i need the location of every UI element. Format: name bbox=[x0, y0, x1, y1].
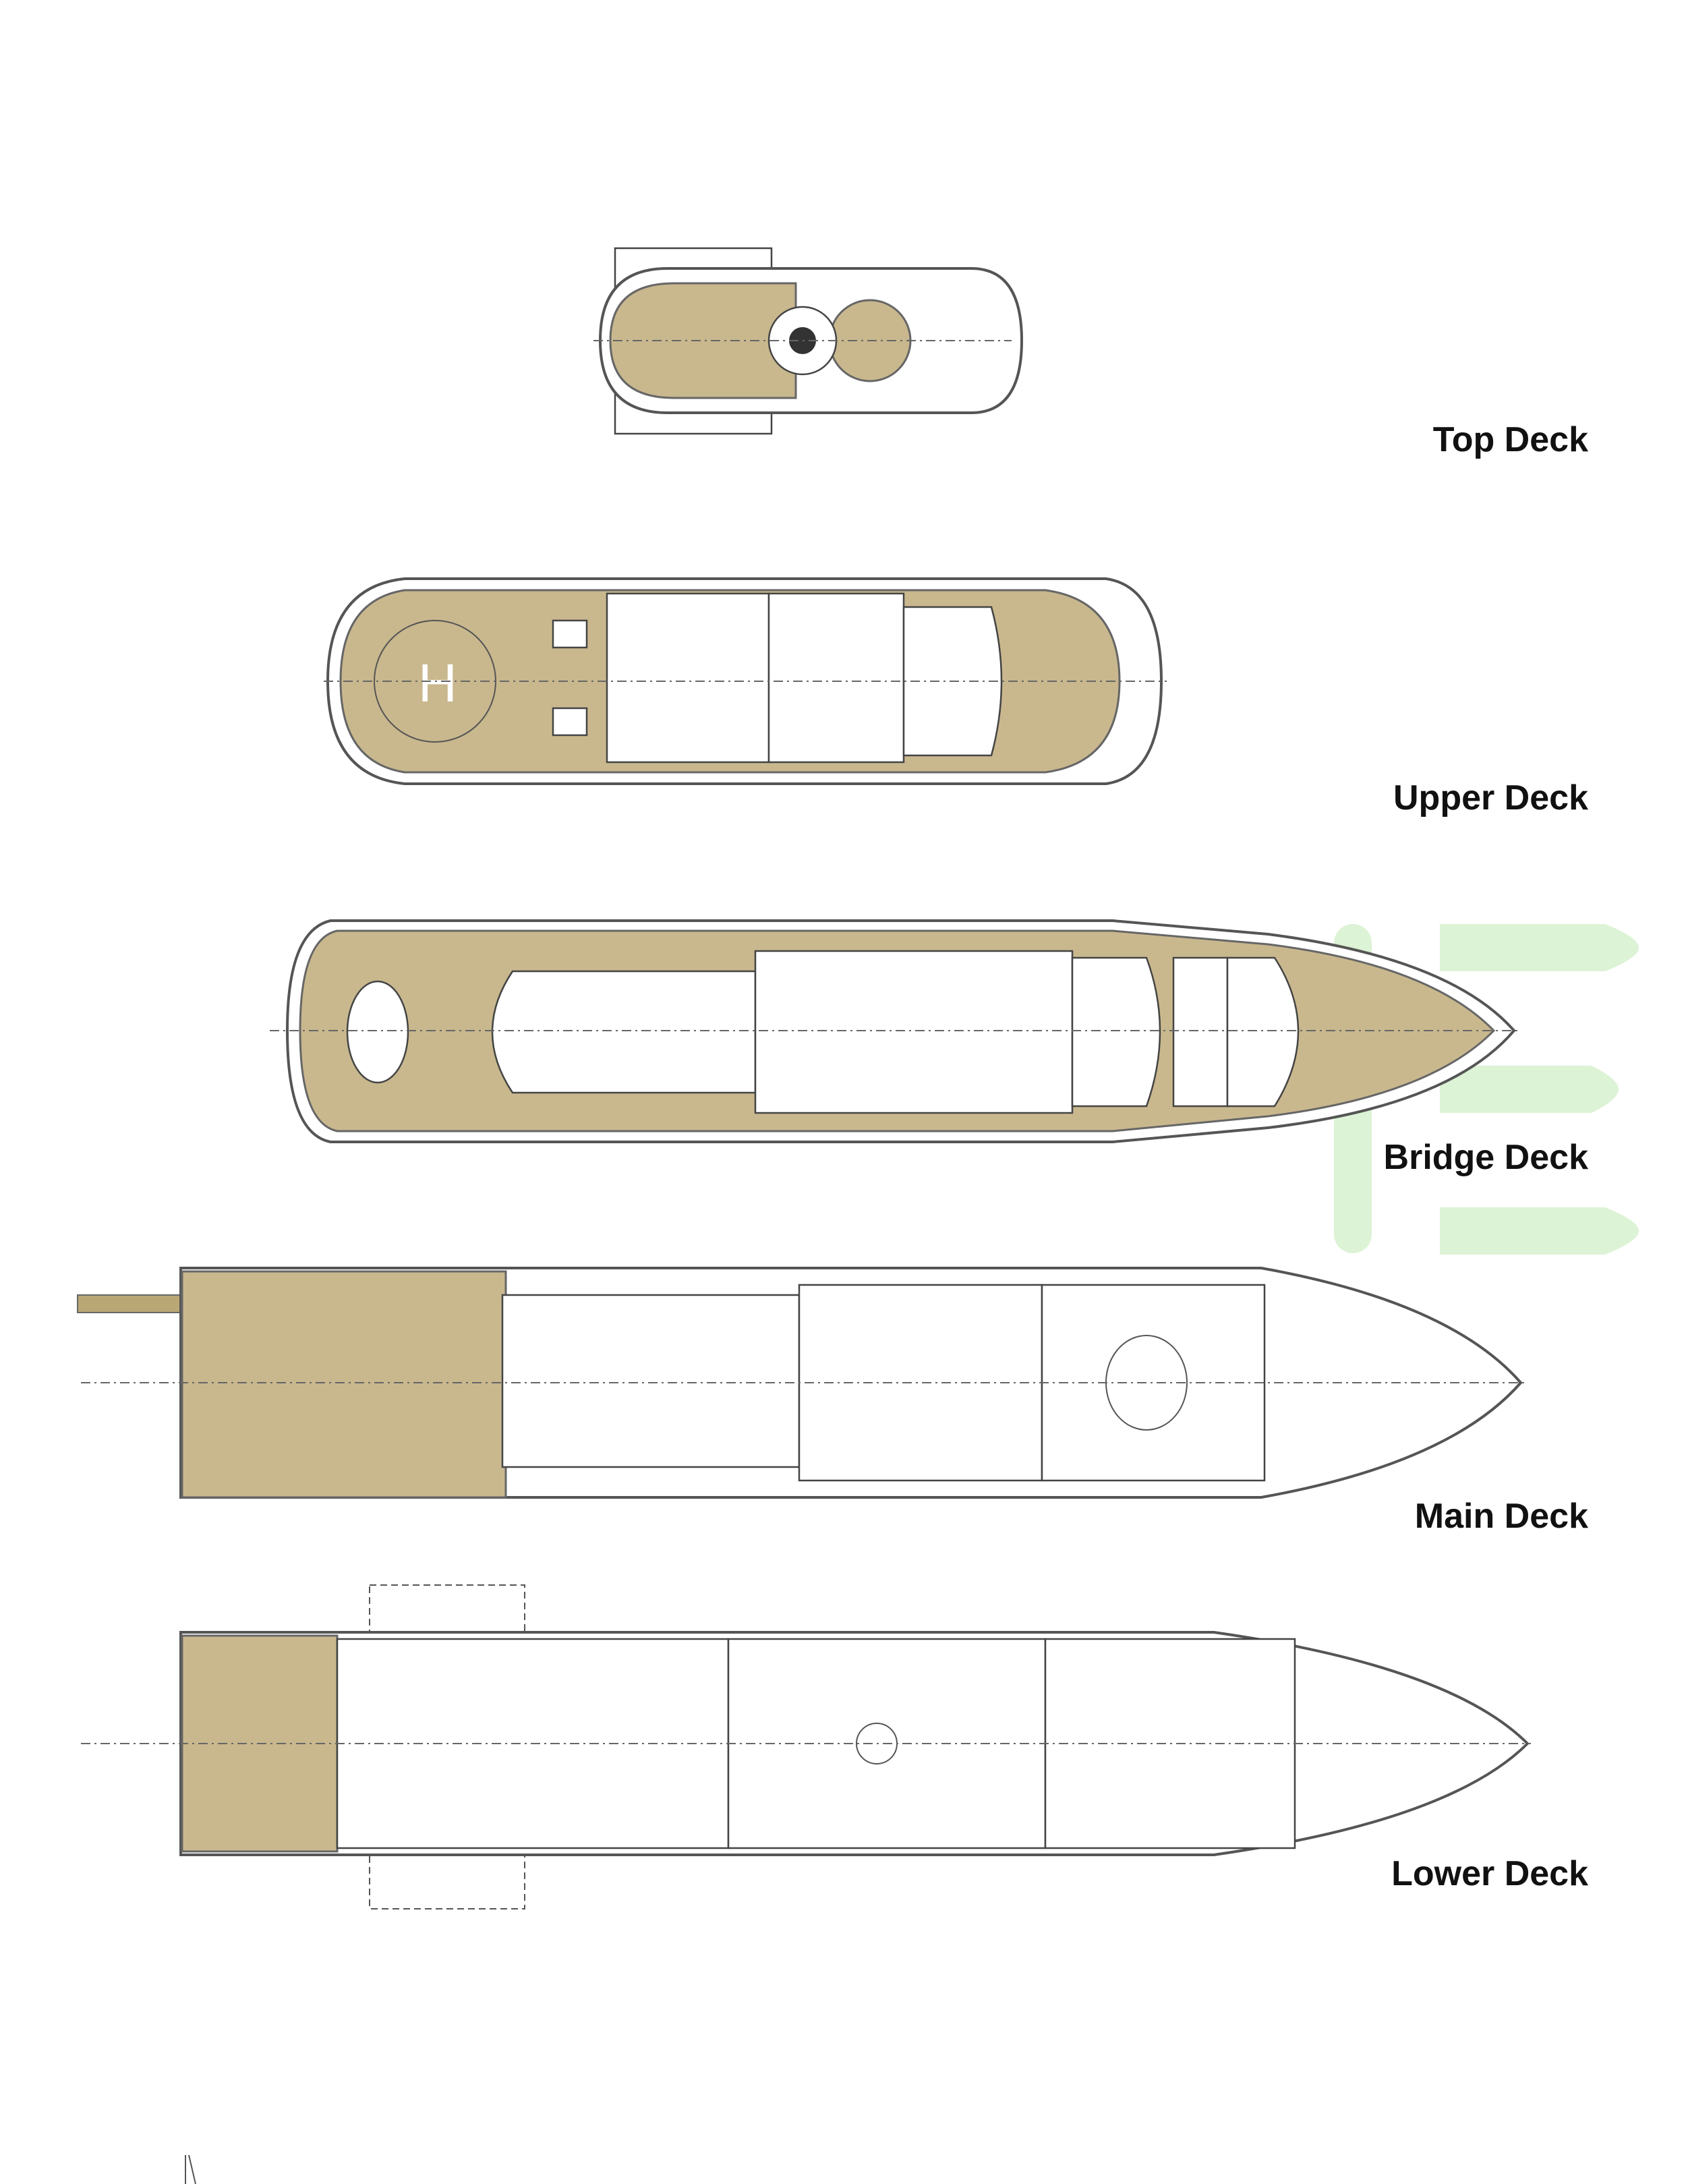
partial-drawing-fragment bbox=[185, 2154, 196, 2184]
bridge-deck-label: Bridge Deck bbox=[1383, 1138, 1588, 1177]
lower-deck-plan bbox=[81, 1584, 1531, 1909]
main-deck-label: Main Deck bbox=[1414, 1497, 1588, 1536]
main-deck-plan bbox=[77, 1267, 1524, 1499]
svg-text:H: H bbox=[418, 653, 457, 713]
lower-deck-label: Lower Deck bbox=[1391, 1854, 1588, 1893]
bridge-deck-plan bbox=[270, 919, 1517, 1143]
upper-deck-label: Upper Deck bbox=[1393, 778, 1588, 817]
top-deck-label: Top Deck bbox=[1432, 420, 1588, 459]
top-deck-plan bbox=[593, 247, 1024, 435]
upper-deck-plan: H bbox=[324, 577, 1167, 785]
